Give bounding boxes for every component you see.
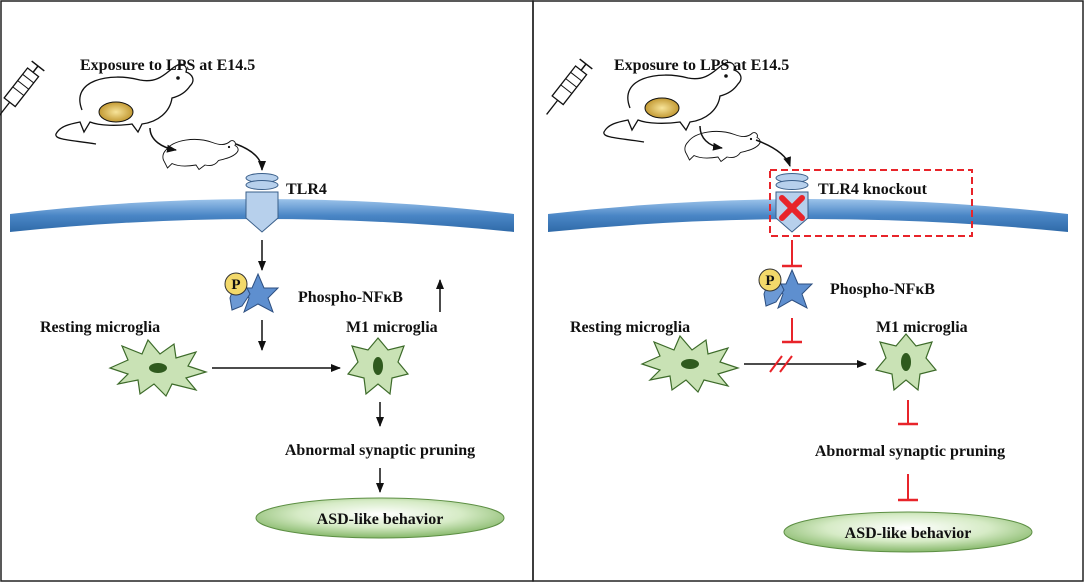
right-resting-microglia-icon (641, 335, 739, 393)
left-behavior-ellipse (255, 497, 505, 539)
left-m1-microglia-icon (347, 337, 409, 395)
right-panel: Exposure to LPS at E14.5 TLR4 knockout P… (546, 57, 1068, 553)
right-arrow-to-receptor (755, 139, 791, 167)
left-pruning-label: Abnormal synaptic pruning (285, 442, 475, 459)
right-phospho-label: Phospho-NFκB (830, 281, 935, 298)
left-syringe-icon (0, 60, 45, 117)
right-block-mark-1 (769, 355, 783, 373)
right-panel-frame (532, 0, 1084, 582)
right-tlr4-receptor-icon (775, 173, 809, 233)
left-receptor-label: TLR4 (286, 181, 327, 198)
left-arrow-to-receptor (235, 143, 266, 171)
left-pregnant-mouse-icon (55, 63, 194, 145)
right-receptor-label: TLR4 knockout (818, 181, 928, 198)
left-phospho-marker: P (231, 277, 240, 293)
right-knockout-x-icon (779, 195, 805, 221)
left-resting-label: Resting microglia (40, 319, 160, 336)
right-phospho-marker: P (765, 273, 774, 289)
right-behavior-label: ASD-like behavior (845, 525, 972, 542)
right-resting-label: Resting microglia (570, 319, 690, 336)
left-tlr4-receptor-icon (245, 173, 279, 233)
left-pup-mouse-icon (162, 138, 239, 170)
left-m1-label: M1 microglia (346, 319, 438, 336)
left-resting-microglia-icon (109, 339, 207, 397)
right-pup-mouse-icon (684, 130, 761, 162)
right-knockout-box (769, 169, 973, 237)
left-arrow-to-pup (149, 127, 177, 153)
left-panel: Exposure to LPS at E14.5 TLR4 P Phospho-… (0, 57, 514, 539)
right-arrow-to-pup (699, 125, 723, 151)
right-m1-label: M1 microglia (876, 319, 968, 336)
right-block-mark-2 (779, 355, 793, 373)
left-phospho-label: Phospho-NFκB (298, 289, 403, 306)
left-behavior-label: ASD-like behavior (317, 511, 444, 528)
right-m1-microglia-icon (875, 333, 937, 391)
right-syringe-icon (546, 58, 593, 115)
right-pruning-label: Abnormal synaptic pruning (815, 443, 1005, 460)
left-exposure-label: Exposure to LPS at E14.5 (80, 57, 255, 74)
right-exposure-label: Exposure to LPS at E14.5 (614, 57, 789, 74)
right-behavior-ellipse (783, 511, 1033, 553)
right-pregnant-mouse-icon (603, 61, 742, 143)
